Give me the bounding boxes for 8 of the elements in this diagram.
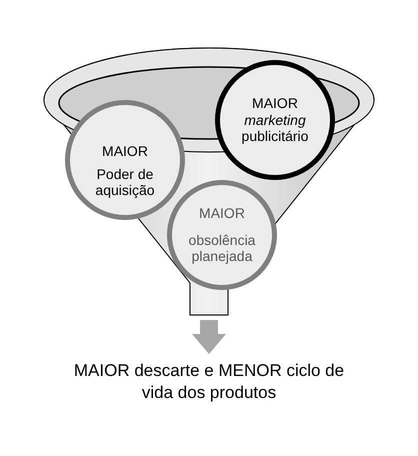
result-text: MAIOR descarte e MENOR ciclo de vida dos produtos	[72, 360, 346, 404]
circle-text: MAIOR	[252, 94, 298, 112]
arrow	[192, 320, 226, 354]
circle-text: MAIOR	[199, 204, 245, 222]
circle-text: obsolência planejada	[188, 232, 256, 266]
circle-text: MAIOR	[102, 142, 148, 160]
circle-text: marketing publicitário	[240, 112, 310, 146]
circle-text: Poder de aquisição	[94, 166, 156, 200]
